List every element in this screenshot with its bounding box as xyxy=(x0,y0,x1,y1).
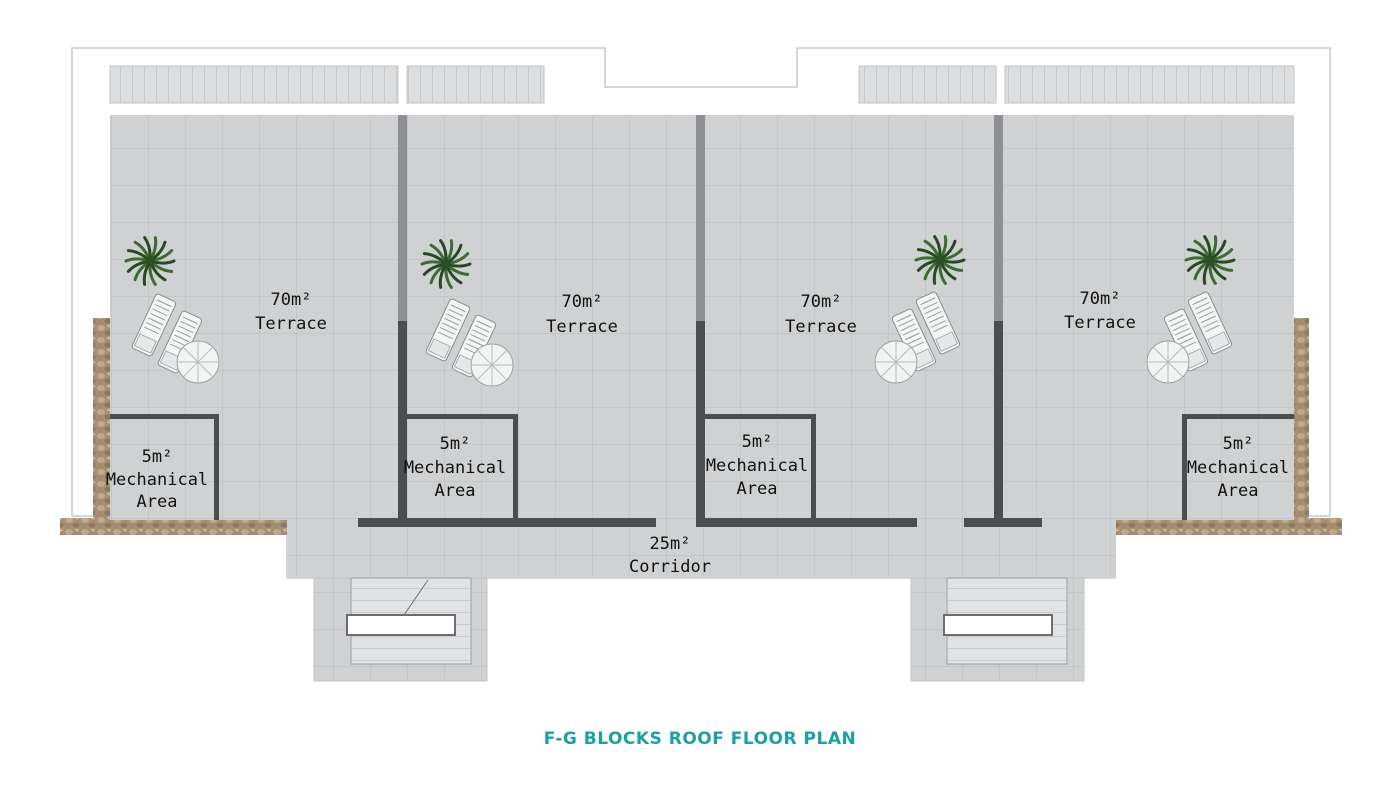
corridor-area: 25m² xyxy=(650,534,691,554)
staircase-icon xyxy=(346,614,456,636)
sun-lounger-icon xyxy=(1187,291,1233,355)
parasol-icon xyxy=(176,340,220,384)
mechanical-4-line1: Mechanical xyxy=(1187,458,1289,478)
staircase-left xyxy=(313,577,488,682)
mechanical-3-area: 5m² xyxy=(742,432,773,452)
corridor-name: Corridor xyxy=(629,557,711,577)
terrace-1-name: Terrace xyxy=(255,314,327,334)
palm-plant-icon xyxy=(1184,235,1236,285)
mechanical-3-line2: Area xyxy=(737,479,778,499)
parasol-icon xyxy=(874,340,918,384)
stone-cladding xyxy=(60,318,1342,535)
terrace-2-name: Terrace xyxy=(546,317,618,337)
terrace-4-area: 70m² xyxy=(1080,289,1121,309)
corridor-floor xyxy=(287,518,1116,578)
terrace-2-area: 70m² xyxy=(562,292,603,312)
palm-plant-icon xyxy=(124,236,176,286)
sun-lounger-icon xyxy=(131,293,177,357)
terrace-1-area: 70m² xyxy=(271,290,312,310)
palm-plant-icon xyxy=(420,239,472,289)
sun-lounger-icon xyxy=(915,291,961,355)
mechanical-4-area: 5m² xyxy=(1223,434,1254,454)
mechanical-1-area: 5m² xyxy=(142,447,173,467)
terrace-4-name: Terrace xyxy=(1064,313,1136,333)
parasol-icon xyxy=(470,343,514,387)
sun-lounger-icon xyxy=(891,308,937,372)
mechanical-2-line2: Area xyxy=(435,481,476,501)
terrace-3-area: 70m² xyxy=(801,292,842,312)
room-labels: 70m² Terrace 70m² Terrace 70m² Terrace 7… xyxy=(106,289,1289,577)
palm-plant-icon xyxy=(914,235,966,285)
parasol-icon xyxy=(1146,340,1190,384)
sun-lounger-icon xyxy=(425,298,471,362)
walls xyxy=(110,115,1294,527)
mechanical-4-line2: Area xyxy=(1218,481,1259,501)
mechanical-1-line1: Mechanical xyxy=(106,470,208,490)
mechanical-2-area: 5m² xyxy=(440,434,471,454)
staircase-icon xyxy=(943,614,1053,636)
plan-title: F-G BLOCKS ROOF FLOOR PLAN xyxy=(543,729,857,749)
terrace-3-name: Terrace xyxy=(785,317,857,337)
mechanical-1-line2: Area xyxy=(137,492,178,512)
roof-skylight-strips xyxy=(109,65,1295,104)
staircase-right xyxy=(910,577,1085,682)
mechanical-2-line1: Mechanical xyxy=(404,458,506,478)
terrace-furniture xyxy=(124,235,1236,387)
mechanical-3-line1: Mechanical xyxy=(706,456,808,476)
